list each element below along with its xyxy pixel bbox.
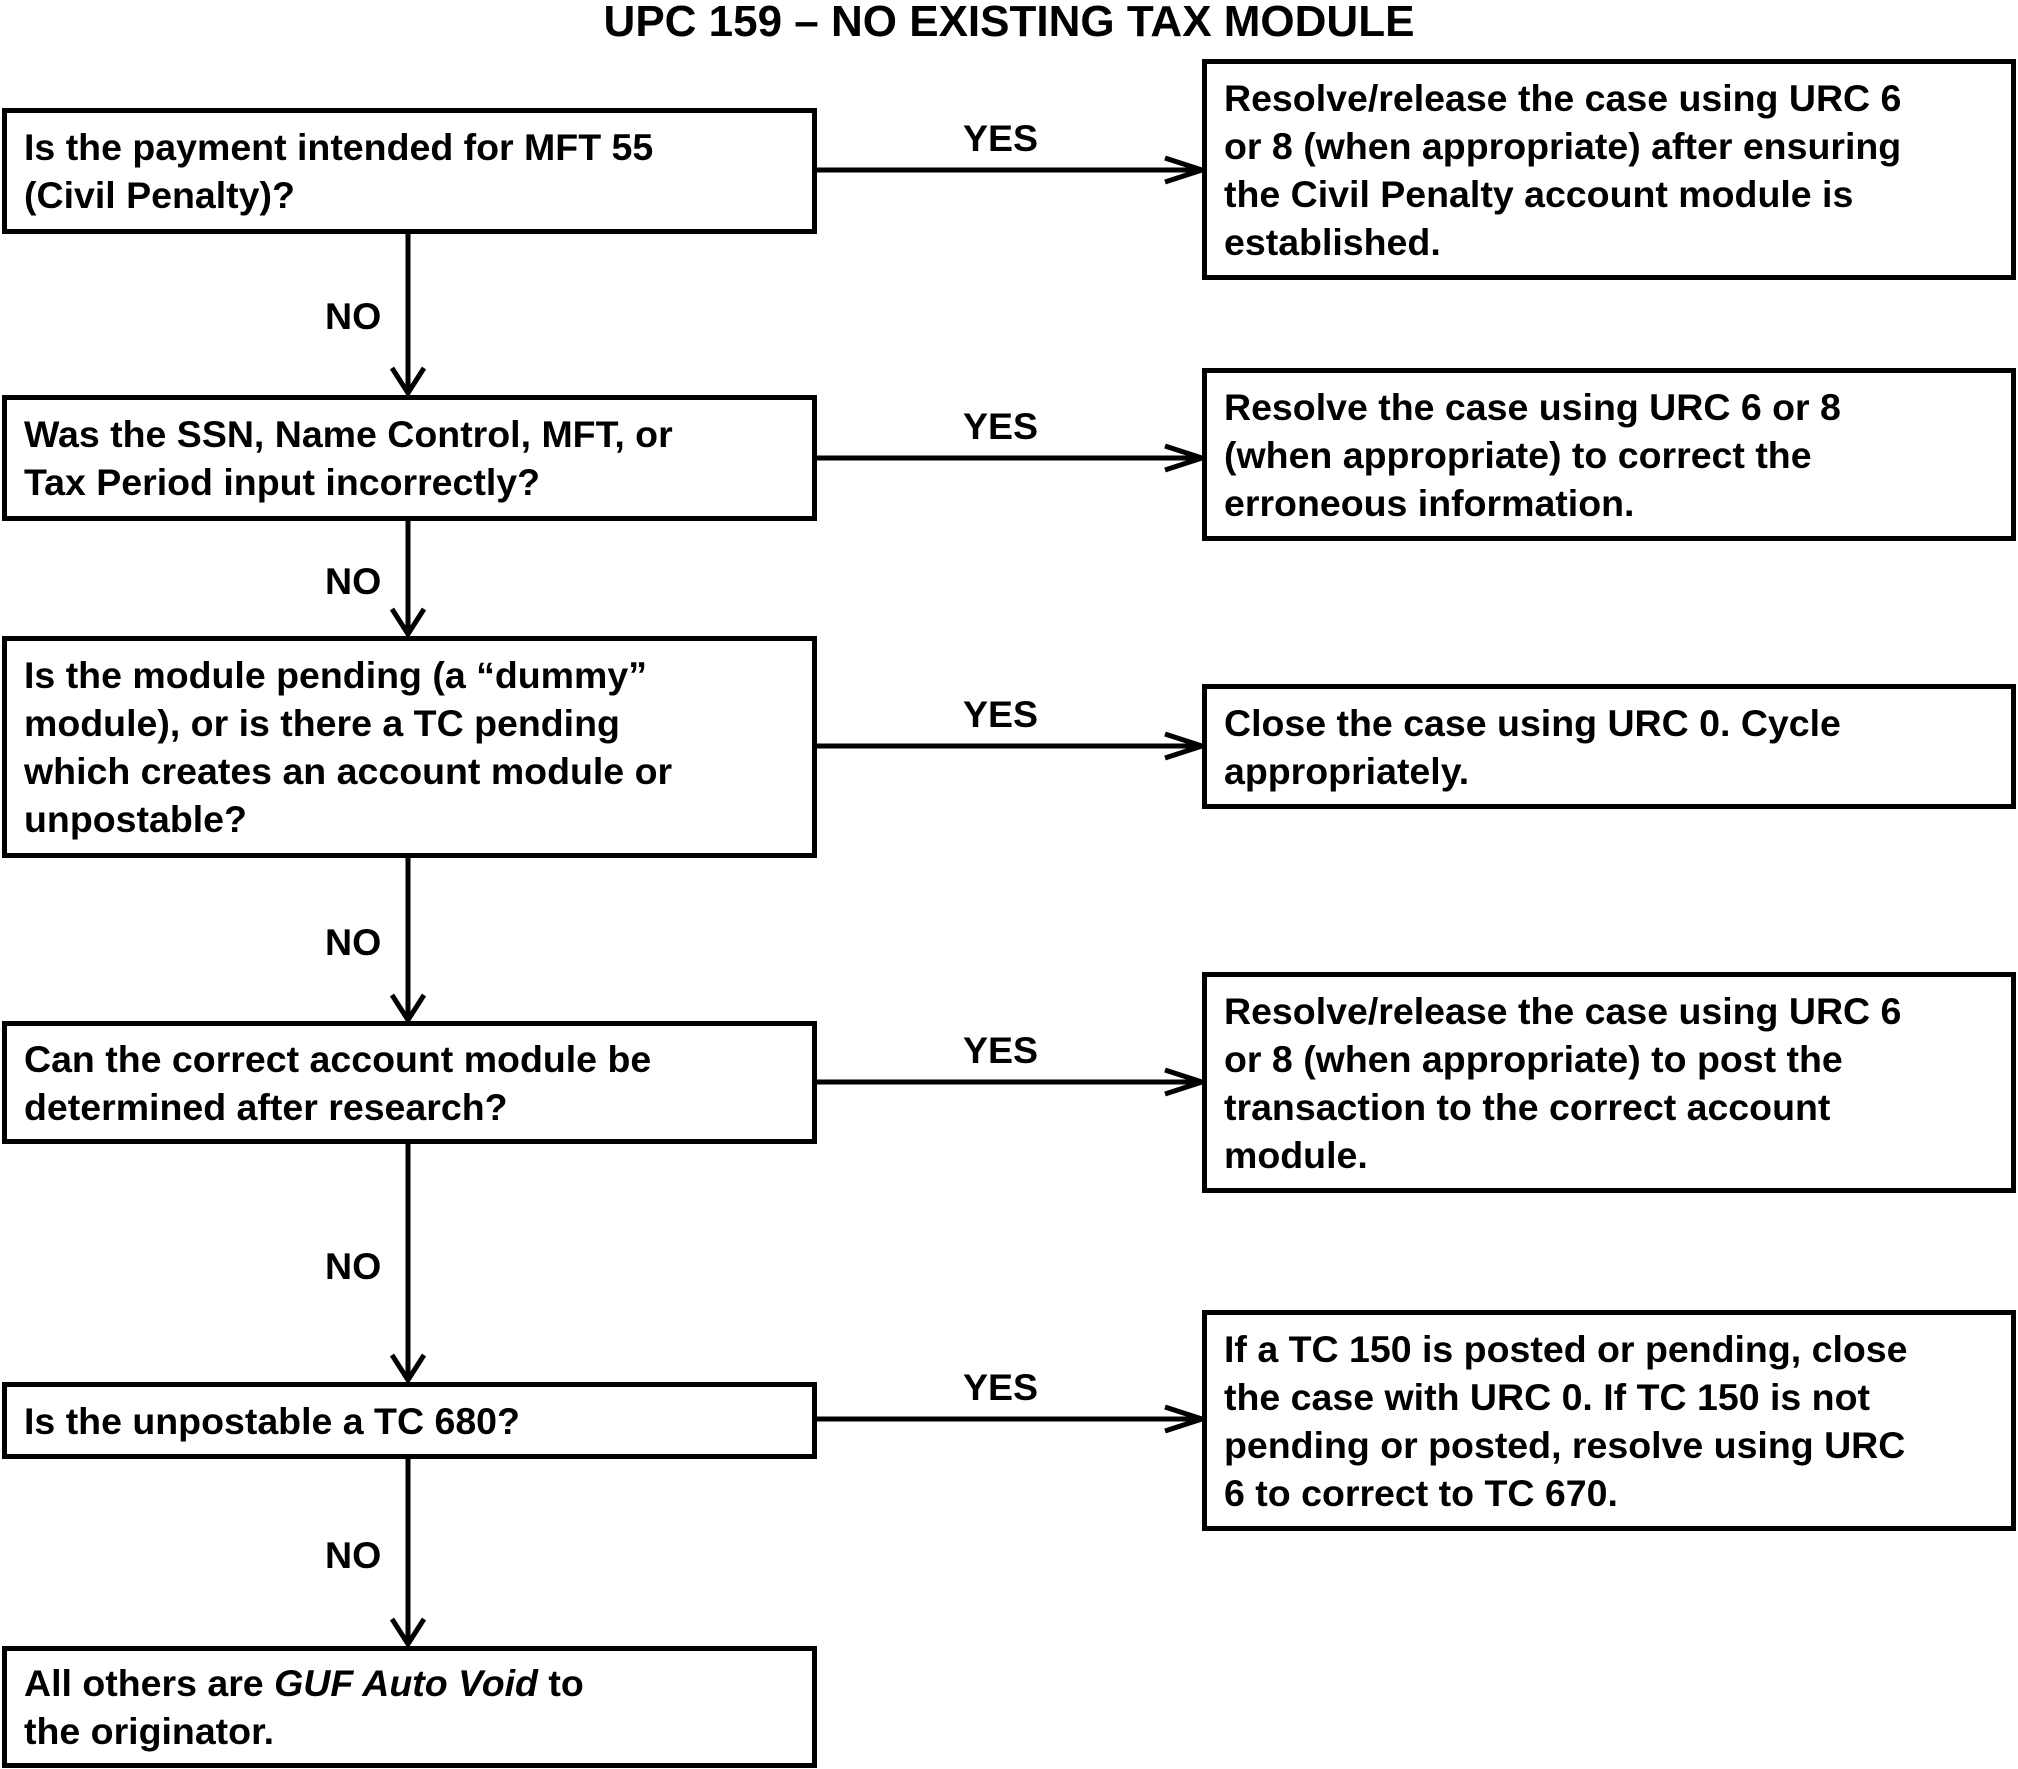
question-line: Is the unpostable a TC 680? [24,1399,520,1442]
question-line: Was the SSN, Name Control, MFT, or [24,413,673,455]
question-line: Can the correct account module be [24,1037,652,1080]
no-arrowhead-1 [389,366,427,398]
action-line: If a TC 150 is posted or pending, close [1224,1327,1908,1370]
action-line: the Civil Penalty account module is [1224,172,1854,215]
action-box-close-urc0: Close the case using URC 0. Cycle approp… [1202,684,2016,809]
action-line: erroneous information. [1224,481,1635,524]
action-box-correct-info: Resolve the case using URC 6 or 8 (when … [1202,368,2016,541]
no-arrowhead-2 [389,607,427,639]
final-line-2: the originator. [24,1710,275,1752]
no-label-4: NO [325,1245,382,1287]
action-line: established. [1224,220,1441,263]
no-arrowhead-5 [389,1617,427,1649]
final-box-guf-auto-void: All others are GUF Auto Void to the orig… [2,1646,817,1768]
action-line: 6 to correct to TC 670. [1224,1471,1618,1514]
no-label-1: NO [325,295,382,337]
action-line: pending or posted, resolve using URC [1224,1423,1906,1466]
yes-label-1: YES [963,117,1039,159]
no-label-5: NO [325,1534,382,1576]
action-line: appropriately. [1224,749,1470,792]
question-line: module), or is there a TC pending [24,702,620,744]
action-line: Resolve/release the case using URC 6 [1224,989,1902,1032]
question-box-mft55: Is the payment intended for MFT 55 (Civi… [2,108,817,234]
final-line-1: All others are GUF Auto Void to [24,1659,800,1707]
no-arrowhead-3 [389,993,427,1025]
question-line: determined after research? [24,1085,508,1128]
action-line: Resolve/release the case using URC 6 [1224,76,1902,119]
final-italic-term: GUF Auto Void [274,1662,538,1704]
question-box-input-error: Was the SSN, Name Control, MFT, or Tax P… [2,395,817,521]
question-line: Is the module pending (a “dummy” [24,654,647,696]
action-line: module. [1224,1133,1368,1176]
final-suffix: to [537,1662,584,1704]
question-box-tc680: Is the unpostable a TC 680? [2,1382,817,1459]
question-box-research: Can the correct account module be determ… [2,1021,817,1144]
action-box-civil-penalty: Resolve/release the case using URC 6 or … [1202,59,2016,280]
action-line: or 8 (when appropriate) to post the [1224,1037,1843,1080]
question-box-module-pending: Is the module pending (a “dummy” module)… [2,636,817,858]
question-line: which creates an account module or [24,750,673,792]
yes-label-5: YES [963,1366,1039,1408]
no-arrowhead-4 [389,1353,427,1385]
final-prefix: All others are [24,1662,275,1704]
question-line: (Civil Penalty)? [24,174,295,216]
question-line: unpostable? [24,798,247,840]
yes-label-3: YES [963,693,1039,735]
action-box-tc150: If a TC 150 is posted or pending, close … [1202,1310,2016,1531]
flowchart-title: UPC 159 – NO EXISTING TAX MODULE [603,0,1415,46]
action-line: the case with URC 0. If TC 150 is not [1224,1375,1870,1418]
question-line: Is the payment intended for MFT 55 [24,126,654,168]
action-line: transaction to the correct account [1224,1085,1831,1128]
no-label-3: NO [325,921,382,963]
yes-label-2: YES [963,405,1039,447]
action-line: Resolve the case using URC 6 or 8 [1224,385,1841,428]
question-line: Tax Period input incorrectly? [24,461,541,503]
action-line: Close the case using URC 0. Cycle [1224,701,1841,744]
action-line: or 8 (when appropriate) after ensuring [1224,124,1902,167]
no-label-2: NO [325,560,382,602]
action-box-post-transaction: Resolve/release the case using URC 6 or … [1202,972,2016,1193]
action-line: (when appropriate) to correct the [1224,433,1812,476]
yes-label-4: YES [963,1029,1039,1071]
